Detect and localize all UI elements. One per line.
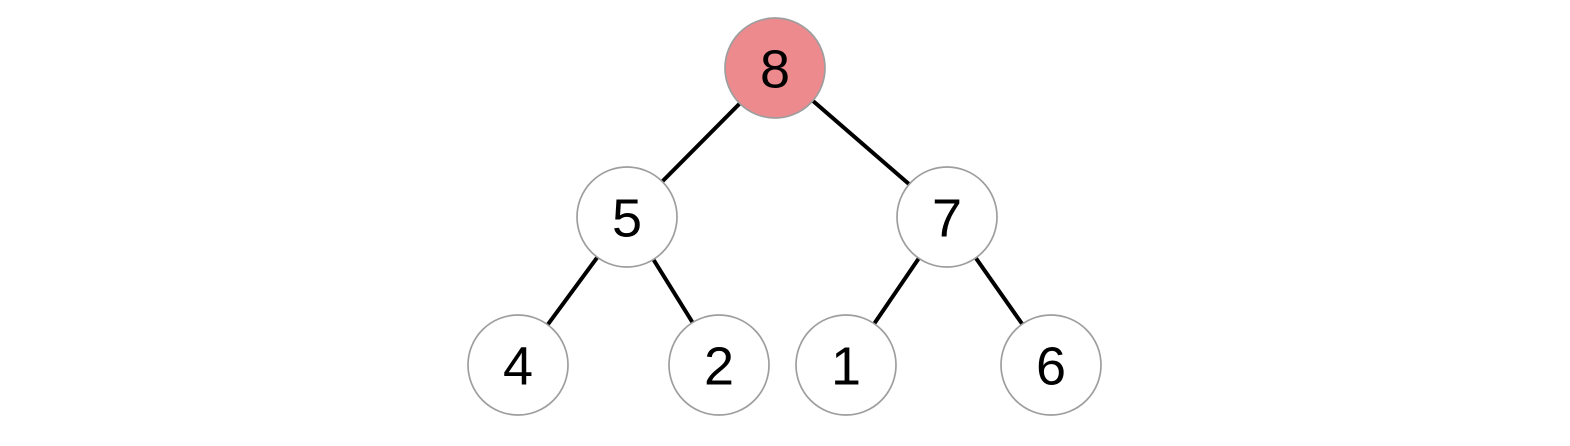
tree-node-circle <box>896 166 998 268</box>
tree-node-circle <box>576 166 678 268</box>
tree-node-5: 5 <box>576 166 678 268</box>
tree-node-circle-highlighted <box>724 17 826 119</box>
tree-node-2: 2 <box>668 314 770 416</box>
tree-node-6: 6 <box>1000 314 1102 416</box>
tree-node-circle <box>1000 314 1102 416</box>
tree-node-7: 7 <box>896 166 998 268</box>
tree-node-circle <box>795 314 897 416</box>
tree-node-circle <box>668 314 770 416</box>
tree-node-8: 8 <box>724 17 826 119</box>
tree-node-4: 4 <box>467 314 569 416</box>
tree-node-1: 1 <box>795 314 897 416</box>
tree-node-circle <box>467 314 569 416</box>
